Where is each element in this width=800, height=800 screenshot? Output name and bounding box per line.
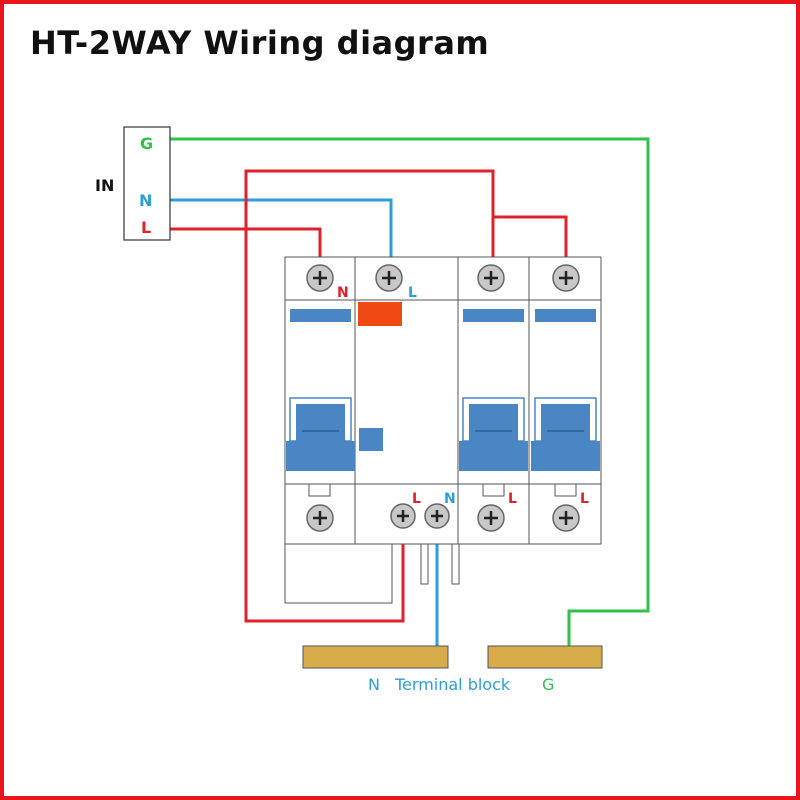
- neutral-input-wire: [170, 198, 393, 262]
- input-label: IN: [95, 176, 114, 195]
- breaker-toggle-1[interactable]: [286, 397, 355, 471]
- breaker-label-strip: [535, 309, 596, 322]
- screw-terminal-icon: [375, 264, 403, 292]
- screw-terminal-icon: [552, 504, 580, 532]
- neutral-terminal-bar: [302, 645, 449, 669]
- breaker-toggle-2[interactable]: [459, 397, 528, 471]
- breaker-label-strip: [290, 309, 351, 322]
- screw-terminal-icon: [477, 504, 505, 532]
- terminal-block-caption: Terminal block: [394, 675, 511, 694]
- indicator-window: [358, 302, 402, 326]
- terminal-block-g-label: G: [542, 675, 554, 694]
- bottom-label-n1: N: [444, 491, 456, 507]
- top-label-l: L: [408, 285, 417, 301]
- page-title: HT-2WAY Wiring diagram: [30, 24, 490, 62]
- live-jumper-wire: [493, 215, 568, 262]
- top-label-n: N: [337, 285, 349, 301]
- input-terminal-g: G: [140, 134, 153, 153]
- bottom-label-l1: L: [412, 491, 421, 507]
- bottom-label-l3: L: [580, 491, 589, 507]
- screw-terminal-icon: [306, 264, 334, 292]
- live-input-wire: [170, 227, 322, 262]
- input-terminal-n: N: [139, 191, 152, 210]
- test-button[interactable]: [359, 428, 383, 451]
- breaker-label-strip: [463, 309, 524, 322]
- terminal-block-n-label: N: [368, 675, 380, 694]
- screw-terminal-icon: [424, 503, 450, 529]
- bottom-label-l2: L: [508, 491, 517, 507]
- breaker-toggle-3[interactable]: [531, 397, 600, 471]
- screw-terminal-icon: [552, 264, 580, 292]
- screw-terminal-icon: [306, 504, 334, 532]
- input-terminal-box: [123, 126, 171, 241]
- ground-terminal-bar: [487, 645, 603, 669]
- input-terminal-l: L: [141, 218, 151, 237]
- live-bridge-wire: [244, 169, 495, 623]
- screw-terminal-icon: [477, 264, 505, 292]
- ground-wire: [170, 137, 650, 646]
- screw-terminal-icon: [390, 503, 416, 529]
